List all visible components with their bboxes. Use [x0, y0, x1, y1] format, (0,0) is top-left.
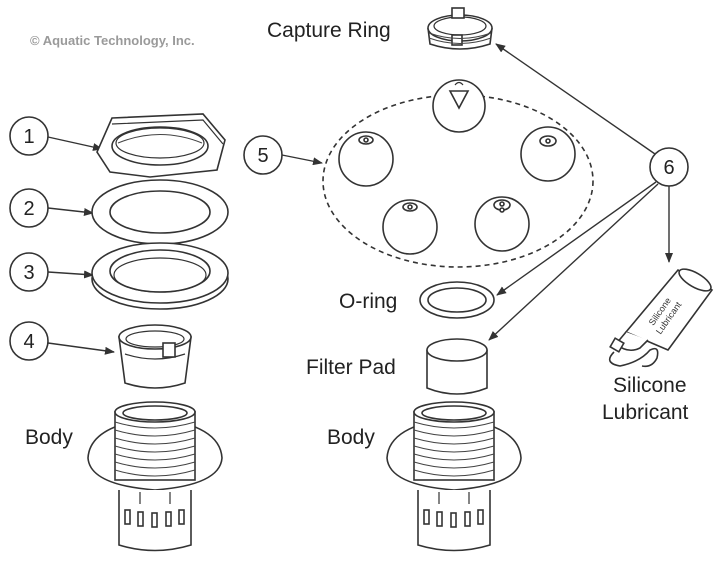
eyeball-nozzle-bottom-left [382, 199, 438, 255]
callout-5-number: 5 [257, 145, 268, 167]
callout-6: 6 [488, 43, 689, 341]
body-fitting-left [87, 401, 223, 552]
silicone-tube-icon: Silicone Lubricant [608, 268, 714, 368]
copyright-text: © Aquatic Technology, Inc. [30, 33, 195, 48]
flat-gasket-part [91, 179, 229, 245]
callout-2: 2 [9, 188, 94, 228]
callout-1: 1 [9, 116, 103, 156]
o-ring-label: O-ring [339, 290, 397, 313]
filter-pad-part [426, 338, 488, 395]
silicone-label-line1: Silicone [613, 374, 687, 397]
eyeball-nozzle-top [432, 79, 486, 133]
o-ring-part [419, 281, 495, 319]
thick-gasket-part [91, 242, 229, 310]
callout-1-number: 1 [23, 126, 34, 148]
cup-insert-part [118, 324, 192, 389]
callout-6-number: 6 [663, 157, 674, 179]
callout-3: 3 [9, 252, 94, 292]
callout-5: 5 [243, 135, 323, 175]
callout-4: 4 [9, 321, 115, 361]
body-left-label: Body [25, 426, 73, 449]
callout-2-number: 2 [23, 198, 34, 220]
eyeball-nozzle-right [520, 126, 576, 182]
body-right-label: Body [327, 426, 375, 449]
capture-ring-label: Capture Ring [267, 19, 391, 42]
callout-3-number: 3 [23, 262, 34, 284]
filter-pad-label: Filter Pad [306, 356, 396, 379]
eyeball-nozzle-left [338, 131, 394, 187]
body-fitting-right [386, 401, 522, 552]
silicone-label-line2: Lubricant [602, 401, 689, 424]
hex-nut-part [96, 113, 226, 178]
callout-4-number: 4 [23, 331, 34, 353]
capture-ring-part [427, 7, 493, 50]
eyeball-nozzle-bottom-right [474, 196, 530, 252]
